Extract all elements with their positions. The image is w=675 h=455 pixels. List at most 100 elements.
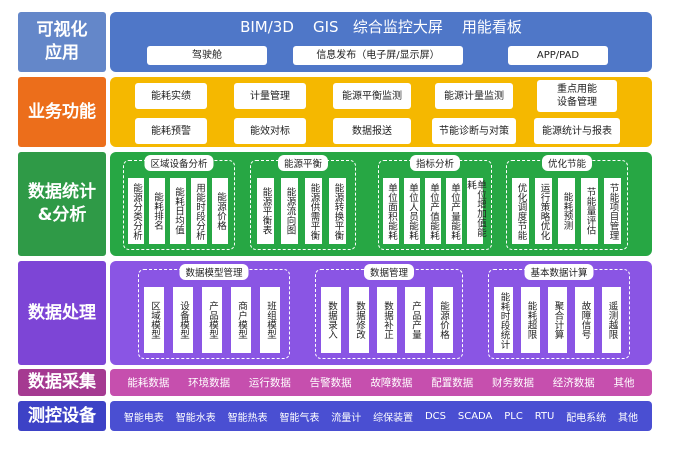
stat-item: 单位产值能耗 [425, 178, 441, 244]
stat-item: 能源转换平衡 [329, 178, 346, 244]
stat-item: 单位人员能耗 [404, 178, 420, 244]
biz-item-balance-monitor: 能源平衡监测 [333, 83, 411, 109]
proc-item: 遥测越限 [602, 287, 621, 353]
row-label-statistics: 数据统计 &分析 [18, 152, 106, 256]
biz-item-metering-monitor: 能源计量监测 [435, 83, 513, 109]
stat-group-indicator: 指标分析 单位面积能耗 单位人员能耗 单位产值能耗 单位产量能耗 单位增加值能耗 [378, 155, 492, 250]
stat-group-title: 能源平衡 [277, 155, 329, 171]
dev-item: 综保装置 [373, 412, 414, 424]
proc-group-model: 数据模型管理 区域模型 设备模型 产品模型 商户模型 班组模型 [138, 264, 290, 359]
biz-item-efficiency-benchmark: 能效对标 [234, 118, 306, 144]
panel-acquisition: 能耗数据 环境数据 运行数据 告警数据 故障数据 配置数据 财务数据 经济数据 … [110, 369, 652, 396]
biz-item-metering-mgmt: 计量管理 [234, 83, 306, 109]
app-item-cockpit: 驾驶舱 [147, 46, 267, 65]
acq-item: 配置数据 [431, 377, 474, 389]
dev-item: 智能水表 [175, 412, 216, 424]
acq-item: 能耗数据 [127, 377, 170, 389]
stat-group-title: 区域设备分析 [144, 155, 214, 171]
panel-statistics: 区域设备分析 能源分类分析 能耗排名 能耗日均值 用能时段分析 能源价格 能源平… [110, 152, 652, 256]
stat-item: 能耗日均值 [170, 178, 186, 244]
stat-item: 能源分类分析 [128, 178, 144, 244]
proc-group-title: 数据模型管理 [179, 264, 249, 280]
proc-item: 故障信号 [575, 287, 594, 353]
stat-item: 能耗排名 [149, 178, 165, 244]
biz-item-data-report: 数据报送 [333, 118, 411, 144]
stat-item: 节能项目管理 [604, 178, 621, 244]
stat-group-title: 指标分析 [409, 155, 461, 171]
dev-item: PLC [504, 410, 523, 422]
stat-item: 能源价格 [212, 178, 228, 244]
biz-item-energy-actual: 能耗实绩 [135, 83, 207, 109]
proc-item: 数据补正 [377, 287, 397, 353]
proc-item: 设备模型 [173, 287, 193, 353]
dev-items: 智能电表 智能水表 智能热表 智能气表 流量计 综保装置 DCS SCADA P… [110, 401, 652, 431]
app-title: BIM/3D GIS 综合监控大屏 用能看板 [240, 18, 522, 36]
stat-item: 单位增加值能耗 [465, 178, 486, 244]
acq-item: 故障数据 [370, 377, 413, 389]
stat-item: 能源供需平衡 [305, 178, 322, 244]
panel-business: 能耗实绩 计量管理 能源平衡监测 能源计量监测 重点用能 设备管理 能耗预警 能… [110, 77, 652, 147]
row-visual-app: 可视化 应用 BIM/3D GIS 综合监控大屏 用能看板 驾驶舱 信息发布（电… [18, 12, 652, 72]
dev-item: 智能热表 [227, 412, 268, 424]
proc-group-title: 数据管理 [363, 264, 415, 280]
proc-item: 能耗时段统计 [494, 287, 513, 353]
stat-item: 节能量评估 [581, 178, 598, 244]
proc-item: 数据录入 [321, 287, 341, 353]
acq-item: 环境数据 [188, 377, 231, 389]
acq-item: 财务数据 [491, 377, 534, 389]
proc-group-data-mgmt: 数据管理 数据录入 数据修改 数据补正 产品产量 能源价格 [315, 264, 463, 359]
row-label-business: 业务功能 [18, 77, 106, 147]
dev-item: DCS [424, 410, 447, 422]
biz-item-key-equipment: 重点用能 设备管理 [537, 80, 617, 112]
dev-item: 其他 [618, 412, 639, 424]
biz-item-diagnosis: 节能诊断与对策 [432, 118, 516, 144]
proc-group-title: 基本数据计算 [524, 264, 594, 280]
panel-processing: 数据模型管理 区域模型 设备模型 产品模型 商户模型 班组模型 数据管理 数据录… [110, 261, 652, 365]
proc-item: 产品模型 [202, 287, 222, 353]
dev-item: SCADA [457, 410, 493, 422]
stat-item: 能源平衡表 [257, 178, 274, 244]
biz-item-energy-warning: 能耗预警 [135, 118, 207, 144]
proc-group-basic-calc: 基本数据计算 能耗时段统计 能耗超限 聚合计算 故障信号 遥测越限 [488, 264, 630, 359]
proc-item: 数据修改 [349, 287, 369, 353]
row-label-visual-app: 可视化 应用 [18, 12, 106, 72]
row-label-processing: 数据处理 [18, 261, 106, 365]
stat-group-region: 区域设备分析 能源分类分析 能耗排名 能耗日均值 用能时段分析 能源价格 [123, 155, 235, 250]
proc-item: 班组模型 [260, 287, 280, 353]
stat-item: 用能时段分析 [191, 178, 207, 244]
dev-item: RTU [534, 410, 555, 422]
biz-item-statistics-report: 能源统计与报表 [534, 118, 620, 144]
panel-devices: 智能电表 智能水表 智能热表 智能气表 流量计 综保装置 DCS SCADA P… [110, 401, 652, 431]
app-item-info-release: 信息发布（电子屏/显示屏） [293, 46, 463, 65]
row-statistics: 数据统计 &分析 区域设备分析 能源分类分析 能耗排名 能耗日均值 用能时段分析… [18, 152, 652, 256]
row-label-devices: 测控设备 [18, 401, 106, 431]
panel-visual-app: BIM/3D GIS 综合监控大屏 用能看板 驾驶舱 信息发布（电子屏/显示屏）… [110, 12, 652, 72]
acq-items: 能耗数据 环境数据 运行数据 告警数据 故障数据 配置数据 财务数据 经济数据 … [110, 369, 652, 396]
proc-item: 区域模型 [144, 287, 164, 353]
stat-item: 能耗预测 [558, 178, 575, 244]
acq-item: 其他 [613, 377, 635, 389]
stat-item: 能源流向图 [281, 178, 298, 244]
stat-item: 单位面积能耗 [383, 178, 399, 244]
proc-item: 产品产量 [405, 287, 425, 353]
row-processing: 数据处理 数据模型管理 区域模型 设备模型 产品模型 商户模型 班组模型 数据管… [18, 261, 652, 365]
proc-item: 能耗超限 [521, 287, 540, 353]
dev-item: 智能电表 [123, 412, 164, 424]
dev-item: 配电系统 [566, 412, 607, 424]
dev-item: 智能气表 [279, 412, 320, 424]
stat-group-title: 优化节能 [541, 155, 593, 171]
row-business: 业务功能 能耗实绩 计量管理 能源平衡监测 能源计量监测 重点用能 设备管理 能… [18, 77, 652, 147]
acq-item: 告警数据 [309, 377, 352, 389]
proc-item: 商户模型 [231, 287, 251, 353]
stat-item: 运行策略优化 [535, 178, 552, 244]
stat-item: 单位产量能耗 [446, 178, 462, 244]
proc-item: 聚合计算 [548, 287, 567, 353]
dev-item: 流量计 [331, 412, 362, 424]
acq-item: 经济数据 [552, 377, 595, 389]
acq-item: 运行数据 [248, 377, 291, 389]
app-item-app-pad: APP/PAD [508, 46, 608, 65]
stat-group-optimize: 优化节能 优化调度节能 运行策略优化 能耗预测 节能量评估 节能项目管理 [506, 155, 628, 250]
row-acquisition: 数据采集 能耗数据 环境数据 运行数据 告警数据 故障数据 配置数据 财务数据 … [18, 369, 652, 396]
row-devices: 测控设备 智能电表 智能水表 智能热表 智能气表 流量计 综保装置 DCS SC… [18, 401, 652, 431]
row-label-acquisition: 数据采集 [18, 369, 106, 396]
